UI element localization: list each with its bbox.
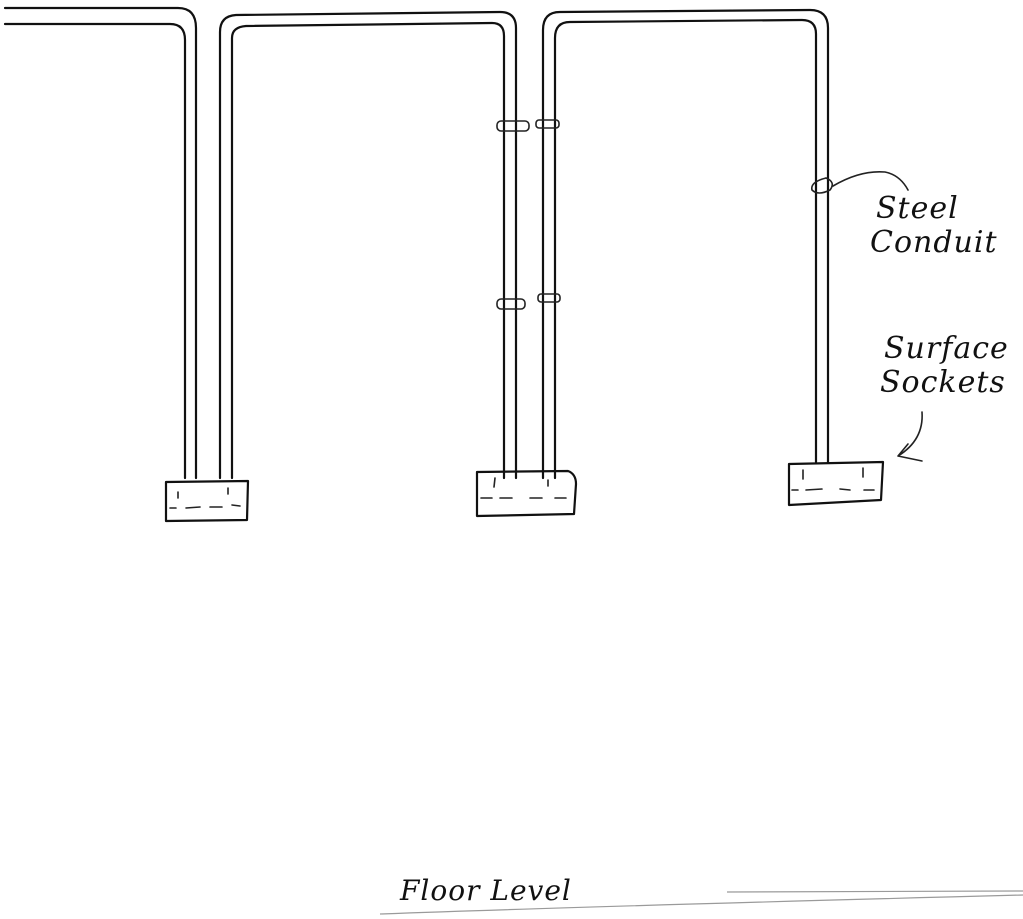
steel-conduit-leader <box>810 170 909 194</box>
saddle-clip <box>496 298 526 310</box>
conduit-run-2 <box>218 10 518 480</box>
saddle-clip <box>535 119 560 129</box>
surface-sockets-label-line2: Sockets <box>880 365 1006 400</box>
steel-conduit-label: Steel Conduit <box>870 191 998 260</box>
arrow-icon <box>897 411 923 462</box>
conduit-run-3 <box>541 8 830 480</box>
surface-socket-3 <box>787 460 885 507</box>
conduit-run-1 <box>3 6 198 480</box>
saddle-clip <box>496 120 530 132</box>
surface-socket-2 <box>475 469 578 518</box>
saddle-clip <box>537 293 561 303</box>
surface-sockets-label-line1: Surface <box>884 331 1009 366</box>
floor-level-line <box>379 890 1023 915</box>
floor-level-label: Floor Level <box>400 874 572 907</box>
steel-conduit-label-line2: Conduit <box>870 225 998 260</box>
steel-conduit-label-line1: Steel <box>876 191 959 226</box>
surface-socket-1 <box>164 479 250 523</box>
surface-sockets-label: Surface Sockets <box>880 331 1009 400</box>
